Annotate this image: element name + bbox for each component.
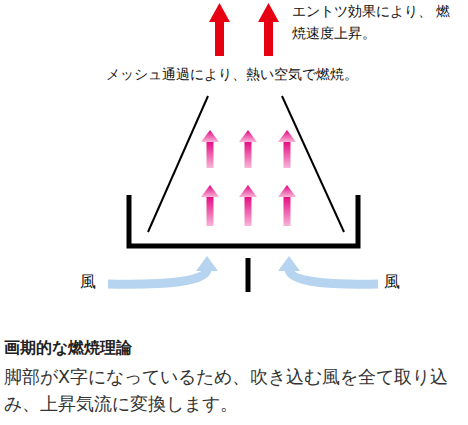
rising-air-arrows: [201, 130, 296, 226]
chimney-arrows: [209, 3, 279, 56]
note-text: メッシュ通過により、熱い空気で燃焼。: [106, 64, 358, 84]
stove-body: [129, 195, 358, 292]
note-text: エントツ効果により、 燃焼速度上昇。: [292, 0, 462, 44]
heading: 画期的な燃焼理論: [4, 336, 464, 360]
caption-text: 脚部がX字になっているため、吹き込む風を全て取り込み、上昇気流に変換します。: [4, 364, 449, 418]
wind-label: 風: [384, 271, 400, 293]
wind-label: 風: [80, 271, 96, 293]
wind-arrows: [108, 256, 378, 284]
flame-cone: [148, 96, 344, 232]
